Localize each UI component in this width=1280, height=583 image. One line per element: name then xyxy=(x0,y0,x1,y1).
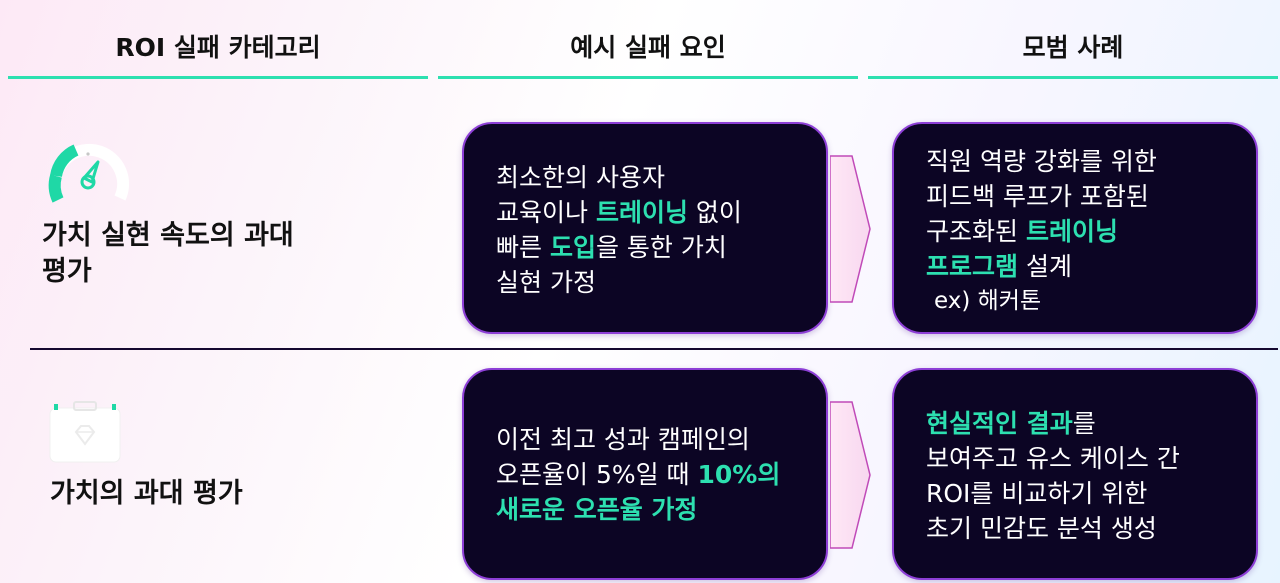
text-span: 오픈율이 5%일 때 xyxy=(496,460,698,489)
text-span: 설계 xyxy=(1018,252,1072,281)
header-underline-category xyxy=(8,76,428,79)
highlight-text: 도입 xyxy=(549,233,596,262)
best-row1-line2: 피드백 루프가 포함된 xyxy=(926,182,1149,211)
highlight-text: 현실적인 결과 xyxy=(926,409,1073,438)
best-row1-line4: 프로그램 설계 xyxy=(926,249,1238,284)
best-row2-line1: 현실적인 결과를 xyxy=(926,406,1238,441)
best-practice-card-row1: 직원 역량 강화를 위한 피드백 루프가 포함된 구조화된 트레이닝 프로그램 … xyxy=(892,122,1258,334)
best-practice-card-row2: 현실적인 결과를 보여주고 유스 케이스 간 ROI를 비교하기 위한 초기 민… xyxy=(892,368,1258,580)
category-label-row2: 가치의 과대 평가 xyxy=(50,478,243,509)
text-span: 을 통한 가치 xyxy=(595,233,727,262)
best-row1-line5: ex) 해커톤 xyxy=(934,288,1042,314)
best-row2-line3: ROI를 비교하기 위한 xyxy=(926,479,1148,508)
header-best-practice: 모범 사례 xyxy=(1022,33,1124,62)
highlight-text: 10%의 xyxy=(697,460,781,489)
best-row1-line1: 직원 역량 강화를 위한 xyxy=(926,147,1157,176)
speedometer-icon xyxy=(48,143,130,203)
category-label-row1-line1: 가치 실현 속도의 과대 xyxy=(42,220,294,251)
example-row2-line2: 오픈율이 5%일 때 10%의 xyxy=(496,457,808,492)
highlight-text: 새로운 오픈율 가정 xyxy=(496,495,698,524)
text-span: 교육이나 xyxy=(496,198,596,227)
best-row2-line4: 초기 민감도 분석 생성 xyxy=(926,514,1157,543)
example-row1-line1: 최소한의 사용자 xyxy=(496,163,665,192)
header-example: 예시 실패 요인 xyxy=(570,33,726,62)
example-card-row1: 최소한의 사용자 교육이나 트레이닝 없이 빠른 도입을 통한 가치 실현 가정 xyxy=(462,122,828,334)
highlight-text: 프로그램 xyxy=(926,252,1019,281)
highlight-text: 트레이닝 xyxy=(595,198,688,227)
highlight-text: 트레이닝 xyxy=(1025,217,1118,246)
text-span: 를 xyxy=(1072,409,1096,438)
text-span: 빠른 xyxy=(496,233,550,262)
best-row1-line3: 구조화된 트레이닝 xyxy=(926,214,1238,249)
category-label-row1-line2: 평가 xyxy=(42,256,92,287)
chevron-right-icon xyxy=(830,401,871,549)
header-underline-best-practice xyxy=(868,76,1278,79)
best-row2-line2: 보여주고 유스 케이스 간 xyxy=(926,444,1180,473)
chevron-right-icon xyxy=(830,155,871,303)
example-row1-line2: 교육이나 트레이닝 없이 xyxy=(496,195,808,230)
example-row1-line3: 빠른 도입을 통한 가치 xyxy=(496,230,808,265)
example-card-row2: 이전 최고 성과 캠페인의 오픈율이 5%일 때 10%의 새로운 오픈율 가정 xyxy=(462,368,828,580)
text-span: 없이 xyxy=(687,198,742,227)
header-underline-example xyxy=(438,76,858,79)
header-category: ROI 실패 카테고리 xyxy=(115,33,321,62)
example-row2-line3: 새로운 오픈율 가정 xyxy=(496,492,808,527)
example-row1-line4: 실현 가정 xyxy=(496,268,596,297)
briefcase-diamond-icon xyxy=(49,401,121,463)
category-label-row1: 가치 실현 속도의 과대 평가 xyxy=(42,218,294,290)
text-span: 구조화된 xyxy=(926,217,1026,246)
row-divider xyxy=(30,348,1278,350)
example-row2-line1: 이전 최고 성과 캠페인의 xyxy=(496,425,750,454)
